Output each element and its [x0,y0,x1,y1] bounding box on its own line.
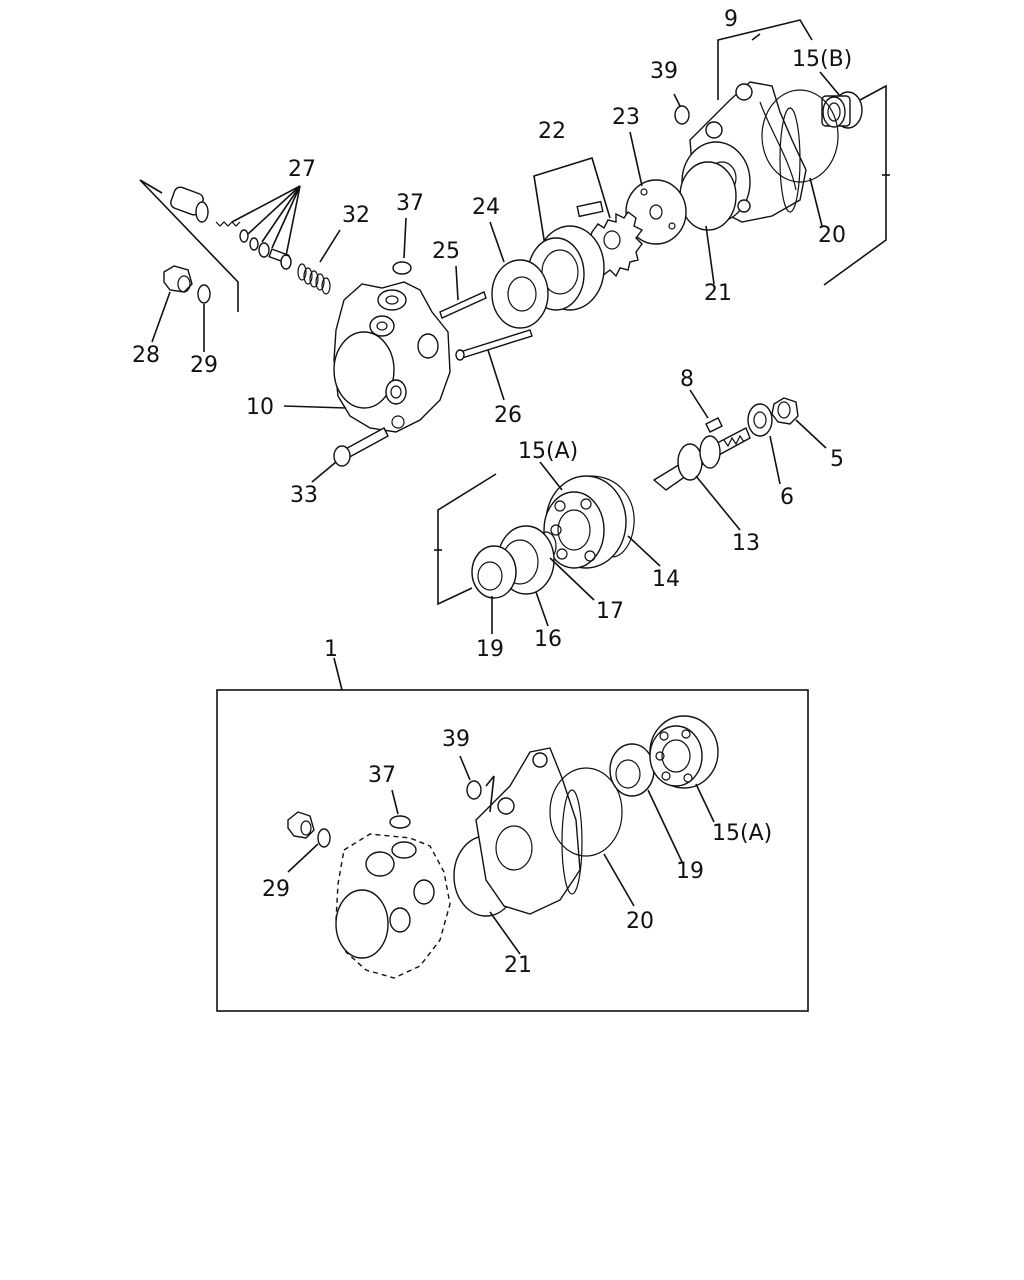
callout-16: 16 [534,627,562,652]
callout-5: 5 [830,447,844,472]
callout-15a-top: 15(A) [518,439,578,464]
callout-39-bottom: 39 [442,727,470,752]
callout-37-bottom: 37 [368,763,396,788]
callout-27: 27 [288,157,316,182]
oil-seal-19-bottom [609,743,655,797]
ball-bearing-15a-bottom [649,715,719,789]
pump-housing-10 [333,281,451,433]
callout-24: 24 [472,195,500,220]
callout-20-bottom: 20 [626,909,654,934]
o-ring-39-top [674,105,690,125]
gasket-21-top [679,161,737,231]
bracket-right [823,84,890,286]
spring-32 [297,263,331,295]
bracket-lower [434,473,497,606]
o-ring-29-top [197,284,211,304]
callout-21-top: 21 [704,281,732,306]
callout-29-bottom: 29 [262,877,290,902]
valve-parts-27 [170,186,292,270]
callout-13: 13 [732,531,760,556]
pressure-plate-24 [491,259,549,329]
callout-6: 6 [780,485,794,510]
callout-32: 32 [342,203,370,228]
callout-25: 25 [432,239,460,264]
snap-ring-14 [589,475,635,558]
callout-10: 10 [246,395,274,420]
needle-bearing-15b [821,91,863,129]
callout-20-top: 20 [818,223,846,248]
pin-25 [439,291,487,319]
callout-17: 17 [596,599,624,624]
bracket-9 [717,19,813,100]
o-ring-20-bottom [549,767,623,857]
callout-15b: 15(B) [792,47,852,72]
shaft-13 [652,427,751,491]
pin-26 [455,329,533,361]
o-ring-20-top [761,89,839,183]
callout-37-top: 37 [396,191,424,216]
ball-bearing-15a-top [543,475,627,569]
callout-21-bottom: 21 [504,953,532,978]
callout-19-top: 19 [476,637,504,662]
callout-39-top: 39 [650,59,678,84]
assembly-1-box [216,689,809,1012]
callout-23: 23 [612,105,640,130]
housing-assembly-dashed [335,833,451,979]
callout-9: 9 [724,7,738,32]
nut-5 [771,397,799,425]
bracket-27 [139,179,239,312]
plug-28 [163,265,193,293]
bolt-33 [333,427,389,467]
key-8 [705,417,723,433]
callout-22: 22 [538,119,566,144]
o-ring-37-bottom [389,815,411,829]
callout-15a-bottom: 15(A) [712,821,772,846]
callout-28: 28 [132,343,160,368]
callout-14: 14 [652,567,680,592]
o-ring-29-bottom [317,828,331,848]
plug-bottom [287,811,315,839]
callout-8: 8 [680,367,694,392]
callout-19-bottom: 19 [676,859,704,884]
o-ring-37-top [392,261,412,275]
leader-lines-bottom [287,755,715,955]
bracket-22 [533,156,611,291]
callout-29-top: 29 [190,353,218,378]
cover-plate-bottom [475,747,583,915]
side-plate-23 [625,179,687,245]
callout-26: 26 [494,403,522,428]
callout-1: 1 [324,637,338,662]
o-ring-39-bottom [466,780,482,800]
washer-6 [747,403,773,437]
leader-lines-top [151,71,841,691]
oil-seal-19-top [471,545,517,599]
callout-33: 33 [290,483,318,508]
